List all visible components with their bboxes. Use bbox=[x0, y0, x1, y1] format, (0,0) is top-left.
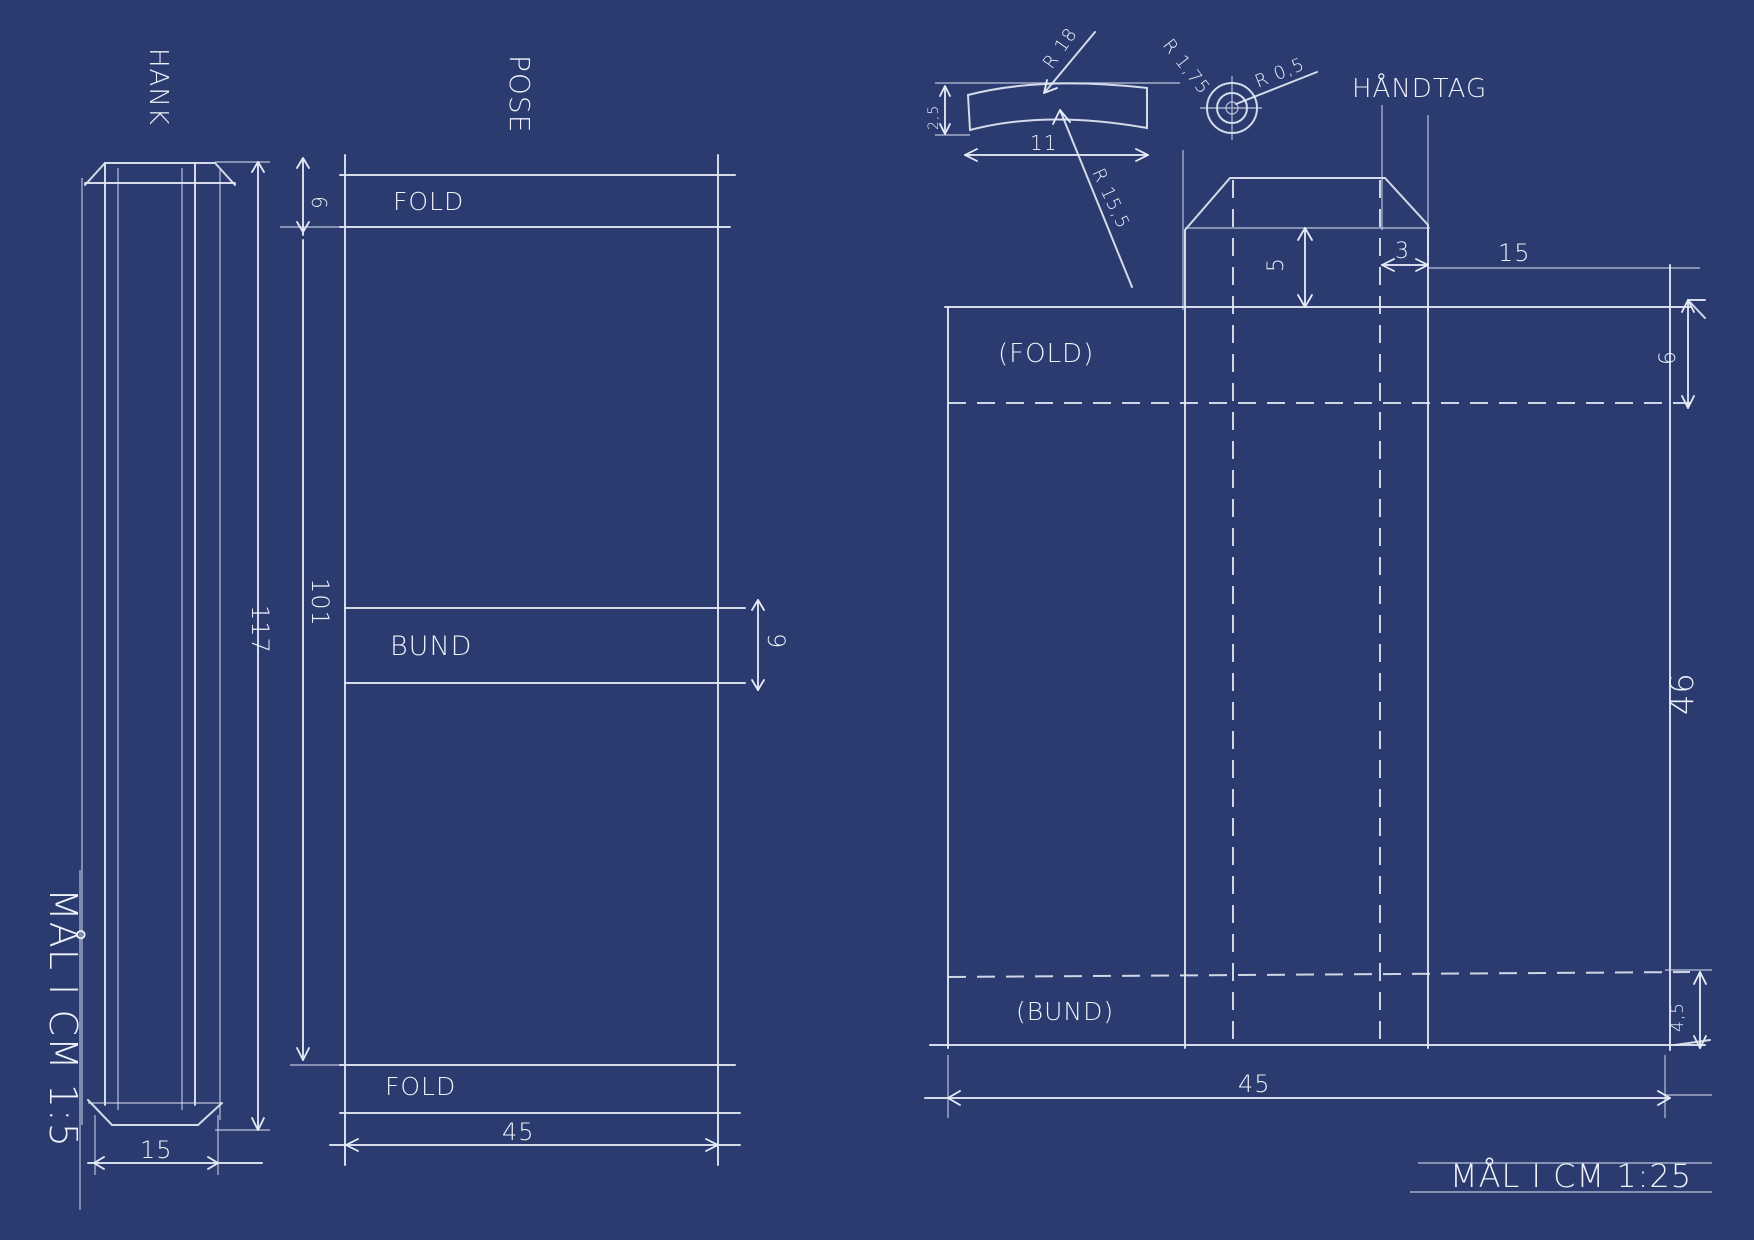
hank-title: HANK bbox=[143, 48, 173, 126]
pose-bund-dim-label: 9 bbox=[762, 633, 790, 649]
hank-height-label: 117 bbox=[246, 605, 274, 654]
assembly-d15-label: 15 bbox=[1498, 239, 1531, 267]
handle-r155-label: R 15,5 bbox=[1087, 165, 1133, 232]
assembly-width-label: 45 bbox=[1238, 1070, 1271, 1098]
handle-r18-label: R 18 bbox=[1039, 24, 1082, 73]
hank-drawing: HANK 117 15 bbox=[81, 48, 274, 1175]
handle-r175-label: R 1,75 bbox=[1158, 35, 1214, 99]
assembly-drawing: (FOLD) (BUND) 5 3 15 6 46 4,5 45 bbox=[924, 105, 1712, 1118]
pose-length-label: 101 bbox=[306, 578, 334, 627]
assembly-d45h-label: 4,5 bbox=[1668, 1002, 1688, 1032]
assembly-d5-label: 5 bbox=[1264, 257, 1289, 272]
pose-fold-top-label: FOLD bbox=[393, 187, 464, 216]
handle-title: HÅNDTAG bbox=[1352, 71, 1487, 104]
assembly-fold-label: (FOLD) bbox=[998, 339, 1094, 369]
scale-note-left: MÅL I CM 1:5 bbox=[41, 888, 85, 1148]
pose-width-label: 45 bbox=[502, 1118, 535, 1146]
pose-drawing: POSE FOLD BUND FOLD 6 101 9 45 bbox=[280, 55, 790, 1166]
scale-note-right-rule bbox=[1410, 1162, 1712, 1193]
assembly-d46-label: 46 bbox=[1663, 672, 1701, 715]
hank-width-label: 15 bbox=[140, 1136, 173, 1164]
pose-fold-bottom-label: FOLD bbox=[385, 1072, 456, 1101]
handle-height-label: 2,5 bbox=[926, 105, 942, 130]
assembly-bund-label: (BUND) bbox=[1016, 997, 1114, 1026]
assembly-d3-label: 3 bbox=[1395, 239, 1410, 264]
pose-bund-label: BUND bbox=[390, 631, 472, 662]
handle-width-label: 11 bbox=[1030, 131, 1057, 155]
assembly-d6-label: 6 bbox=[1656, 350, 1681, 365]
pose-fold-dim-label: 6 bbox=[307, 196, 331, 210]
pose-title: POSE bbox=[503, 55, 536, 133]
